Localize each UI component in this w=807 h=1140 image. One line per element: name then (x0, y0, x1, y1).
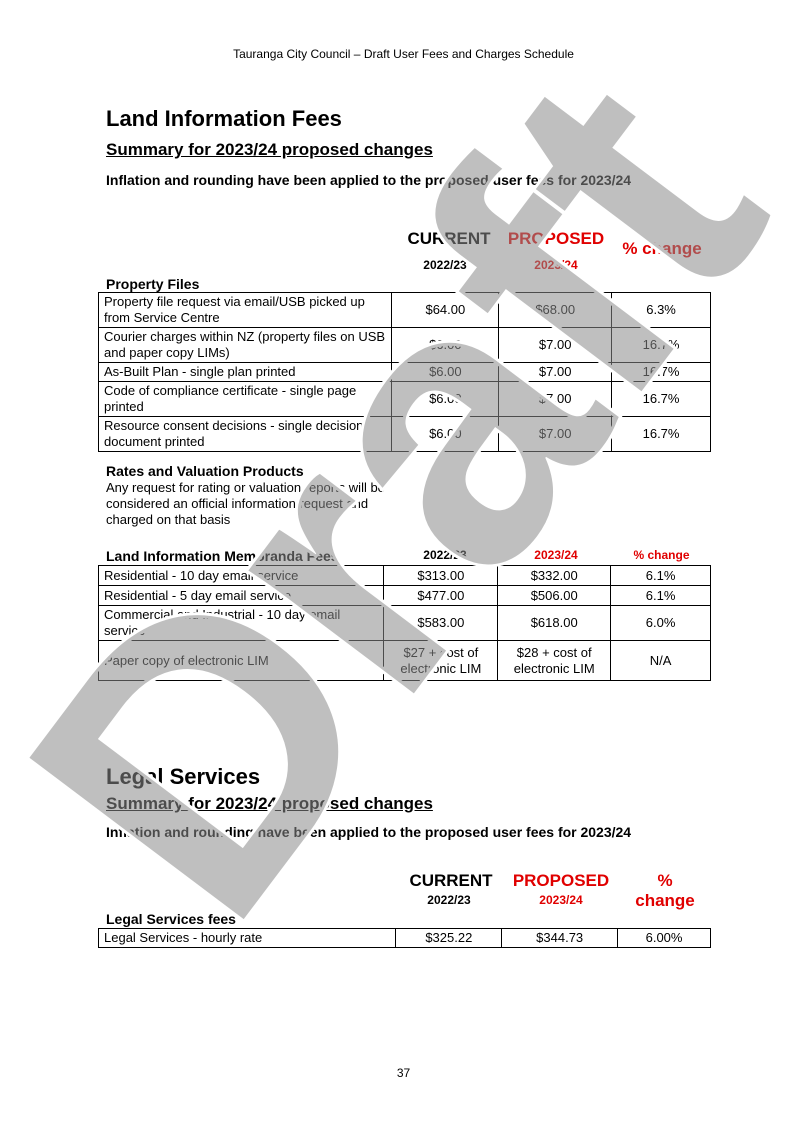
table-row: Commercial and Industrial - 10 day email… (97, 605, 711, 641)
year-proposed: 2023/24 (534, 258, 578, 272)
fee-current: $6.00 (391, 362, 500, 382)
rates-heading: Rates and Valuation Products (106, 463, 304, 479)
fee-description: Code of compliance certificate - single … (97, 381, 393, 417)
fee-description: Residential - 5 day email service (97, 585, 385, 606)
table-row: Resource consent decisions - single deci… (97, 416, 711, 452)
summary-heading-land: Summary for 2023/24 proposed changes (106, 140, 433, 159)
fee-change: 16.7% (611, 327, 711, 363)
table-row: Property file request via email/USB pick… (97, 292, 711, 328)
fee-current: $583.00 (383, 605, 499, 641)
fee-current: $6.00 (391, 327, 500, 363)
fee-change: N/A (610, 640, 711, 681)
fee-proposed: $68.00 (498, 292, 613, 328)
fee-change: 6.1% (610, 565, 711, 586)
fee-proposed: $344.73 (501, 928, 619, 948)
fee-proposed: $7.00 (498, 381, 613, 417)
fee-change: 6.00% (617, 928, 711, 948)
fee-proposed: $618.00 (497, 605, 612, 641)
page-number: 37 (396, 1066, 411, 1080)
fee-description: As-Built Plan - single plan printed (97, 362, 393, 382)
col-current-header: CURRENT (407, 229, 491, 248)
property-files-heading: Property Files (106, 276, 200, 292)
fee-current: $477.00 (383, 585, 499, 606)
fee-current: $6.00 (391, 416, 500, 452)
col-change-header: % change (622, 239, 702, 258)
fee-proposed: $506.00 (497, 585, 612, 606)
fee-description: Resource consent decisions - single deci… (97, 416, 393, 452)
inflation-note-legal: Inflation and rounding have been applied… (106, 824, 632, 840)
table-row: Courier charges within NZ (property file… (97, 327, 711, 363)
legal-fees-table: Legal Services - hourly rate $325.22 $34… (97, 928, 711, 948)
fee-current: $27 + cost of electronic LIM (383, 640, 499, 681)
legal-year-current: 2022/23 (427, 893, 471, 907)
year-current: 2022/23 (423, 258, 467, 272)
lim-change-header: % change (633, 548, 690, 562)
fee-description: Residential - 10 day email service (97, 565, 385, 586)
fee-current: $325.22 (395, 928, 503, 948)
fee-current: $64.00 (391, 292, 500, 328)
rates-text: Any request for rating or valuation repo… (106, 480, 385, 527)
legal-col-change-header-2: change (635, 891, 695, 910)
table-row: As-Built Plan - single plan printed $6.0… (97, 362, 711, 382)
fee-change: 16.7% (611, 362, 711, 382)
legal-col-current-header: CURRENT (409, 871, 493, 890)
fee-proposed: $7.00 (498, 362, 613, 382)
fee-change: 6.1% (610, 585, 711, 606)
fee-change: 6.3% (611, 292, 711, 328)
summary-heading-legal: Summary for 2023/24 proposed changes (106, 794, 433, 813)
legal-col-change-header-1: % (657, 871, 673, 890)
section-title-land: Land Information Fees (106, 106, 342, 131)
fee-description: Legal Services - hourly rate (97, 928, 397, 948)
table-row: Code of compliance certificate - single … (97, 381, 711, 417)
fee-current: $6.00 (391, 381, 500, 417)
table-row: Paper copy of electronic LIM $27 + cost … (97, 640, 711, 681)
fee-description: Property file request via email/USB pick… (97, 292, 393, 328)
legal-fees-heading: Legal Services fees (106, 911, 236, 927)
lim-year-current: 2022/23 (423, 548, 467, 562)
page-header: Tauranga City Council – Draft User Fees … (233, 47, 574, 61)
fee-description: Paper copy of electronic LIM (97, 640, 385, 681)
section-title-legal: Legal Services (106, 764, 261, 789)
lim-year-proposed: 2023/24 (534, 548, 578, 562)
table-row: Residential - 10 day email service $313.… (97, 565, 711, 586)
fee-change: 6.0% (610, 605, 711, 641)
table-row: Residential - 5 day email service $477.0… (97, 585, 711, 606)
fee-proposed: $7.00 (498, 327, 613, 363)
col-proposed-header: PROPOSED (507, 229, 605, 248)
inflation-note-land: Inflation and rounding have been applied… (106, 172, 632, 188)
fee-proposed: $332.00 (497, 565, 612, 586)
fee-proposed: $7.00 (498, 416, 613, 452)
fee-change: 16.7% (611, 381, 711, 417)
fee-description: Commercial and Industrial - 10 day email… (97, 605, 385, 641)
property-files-table: Property file request via email/USB pick… (97, 292, 711, 452)
fee-change: 16.7% (611, 416, 711, 452)
fee-description: Courier charges within NZ (property file… (97, 327, 393, 363)
lim-fees-table: Residential - 10 day email service $313.… (97, 565, 711, 681)
legal-col-proposed-header: PROPOSED (512, 871, 610, 890)
legal-year-proposed: 2023/24 (539, 893, 583, 907)
lim-heading: Land Information Memoranda Fees (106, 548, 339, 564)
fee-current: $313.00 (383, 565, 499, 586)
table-row: Legal Services - hourly rate $325.22 $34… (97, 928, 711, 948)
fee-proposed: $28 + cost of electronic LIM (497, 640, 612, 681)
